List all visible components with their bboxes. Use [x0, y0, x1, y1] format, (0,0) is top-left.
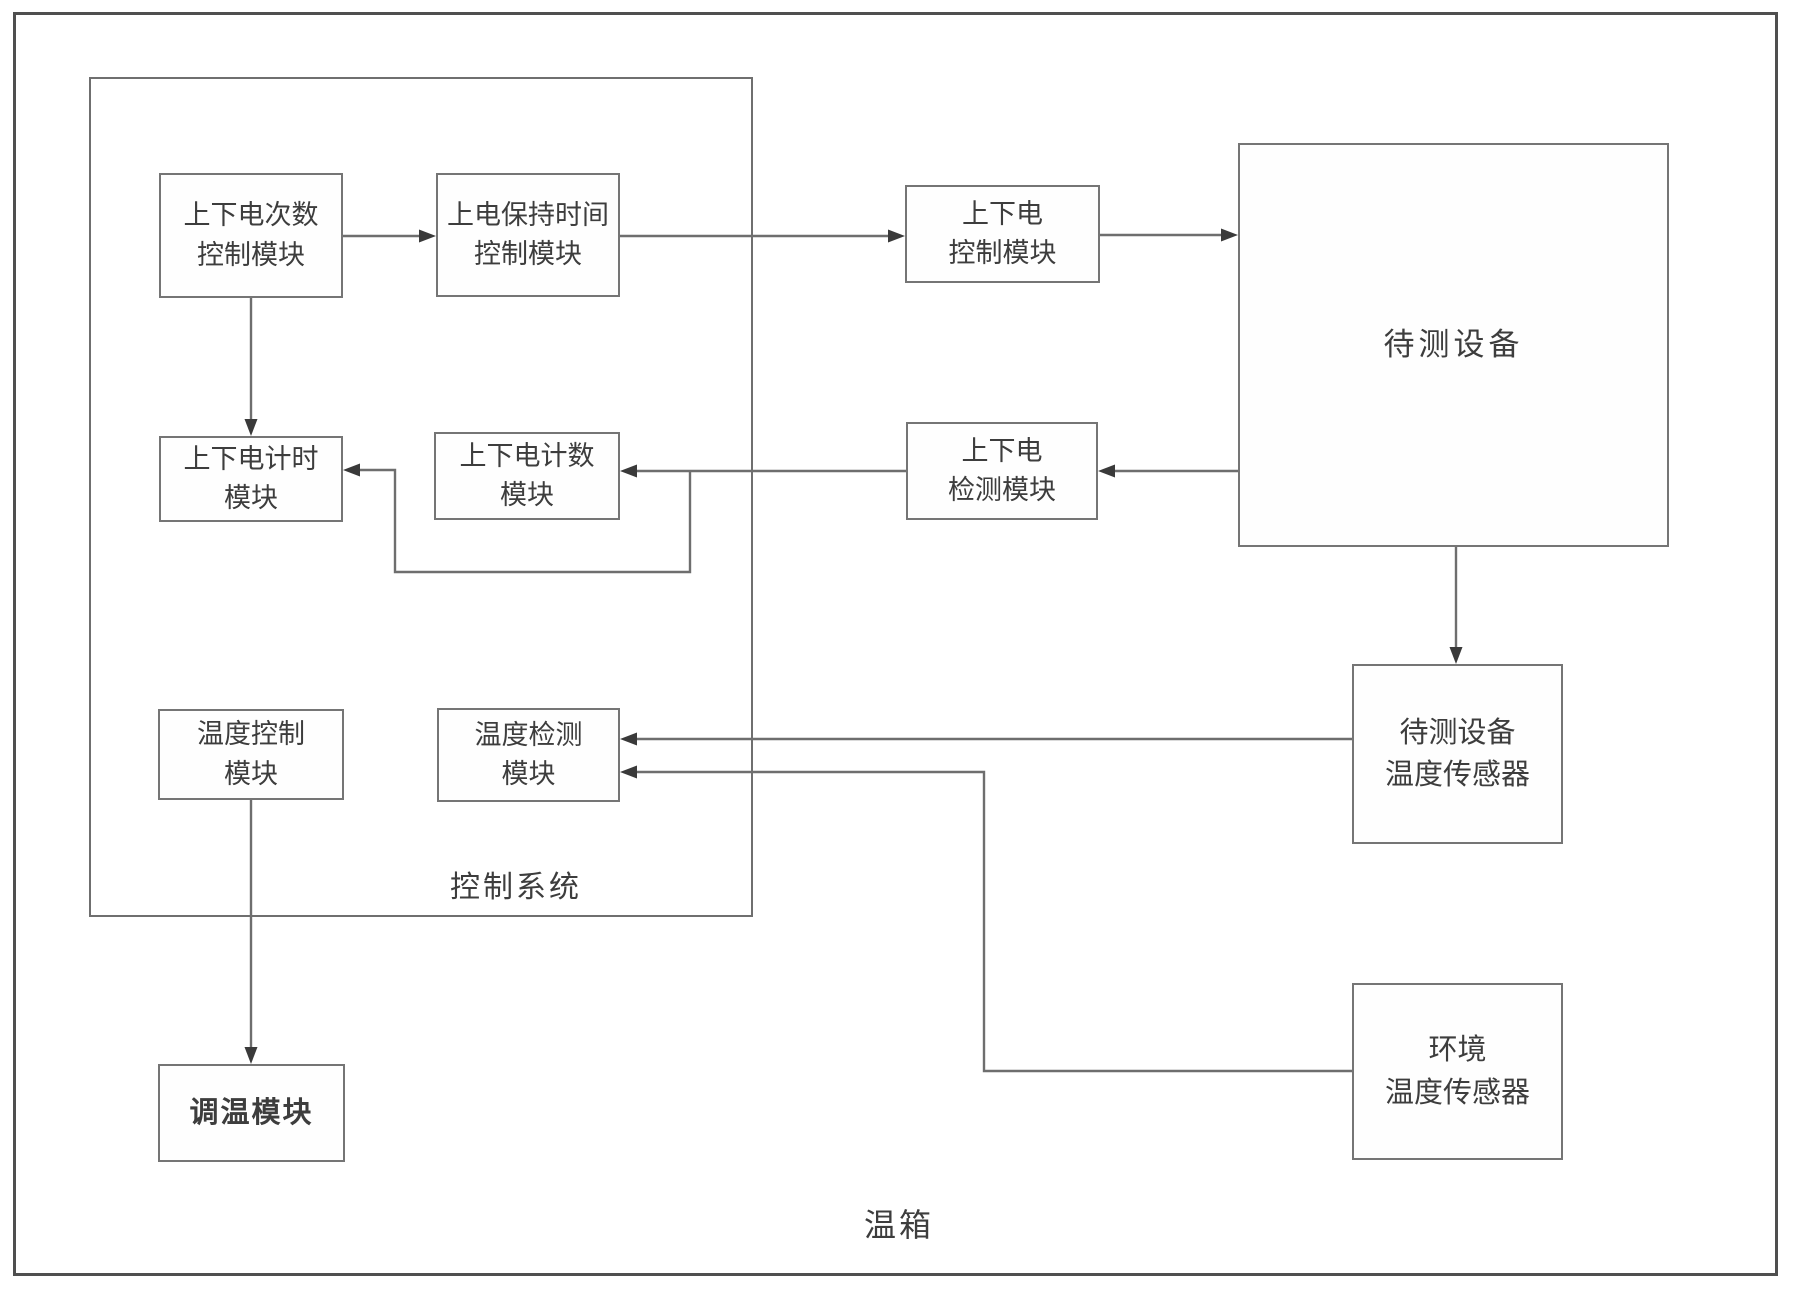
node-ambient-temperature-sensor: 环境 温度传感器 — [1352, 983, 1563, 1160]
node-temperature-detection: 温度检测 模块 — [437, 708, 620, 802]
inner-box-control-system — [89, 77, 753, 917]
arrowhead-dut-to-detection — [1098, 464, 1115, 478]
node-power-on-off-control: 上下电 控制模块 — [905, 185, 1100, 283]
arrowhead-branch-to-timing — [343, 463, 360, 477]
node-power-on-hold-time-control: 上电保持时间 控制模块 — [436, 173, 620, 297]
arrowhead-detection-to-counting — [620, 464, 637, 478]
arrowhead-tempcontrol-to-adjust — [244, 1047, 258, 1064]
arrowhead-count-to-timing — [244, 419, 258, 436]
arrowhead-holdtime-to-powercontrol — [888, 229, 905, 243]
node-power-on-off-detection: 上下电 检测模块 — [906, 422, 1098, 520]
outer-box-temperature-chamber — [13, 12, 1778, 1276]
arrowhead-dutsensor-to-tempdetect — [620, 732, 637, 746]
node-temperature-adjust: 调温模块 — [158, 1064, 345, 1162]
arrowhead-powercontrol-to-dut — [1221, 228, 1238, 242]
node-power-on-off-timing: 上下电计时 模块 — [159, 436, 343, 522]
node-device-under-test: 待测设备 — [1238, 143, 1669, 547]
outer-box-caption: 温箱 — [864, 1207, 935, 1243]
arrowhead-count-to-holdtime — [419, 229, 436, 243]
connector-branch-to-timing — [359, 468, 692, 574]
node-power-on-off-counting: 上下电计数 模块 — [434, 432, 620, 520]
arrowhead-ambientsensor-to-tempdetect — [620, 765, 637, 779]
node-temperature-control: 温度控制 模块 — [158, 709, 344, 800]
arrowhead-dut-to-dutsensor — [1449, 647, 1463, 664]
node-power-cycle-count-control: 上下电次数 控制模块 — [159, 173, 343, 298]
inner-box-caption: 控制系统 — [450, 871, 582, 904]
node-dut-temperature-sensor: 待测设备 温度传感器 — [1352, 664, 1563, 844]
connector-ambientsensor-to-tempdetect — [636, 770, 1352, 1073]
